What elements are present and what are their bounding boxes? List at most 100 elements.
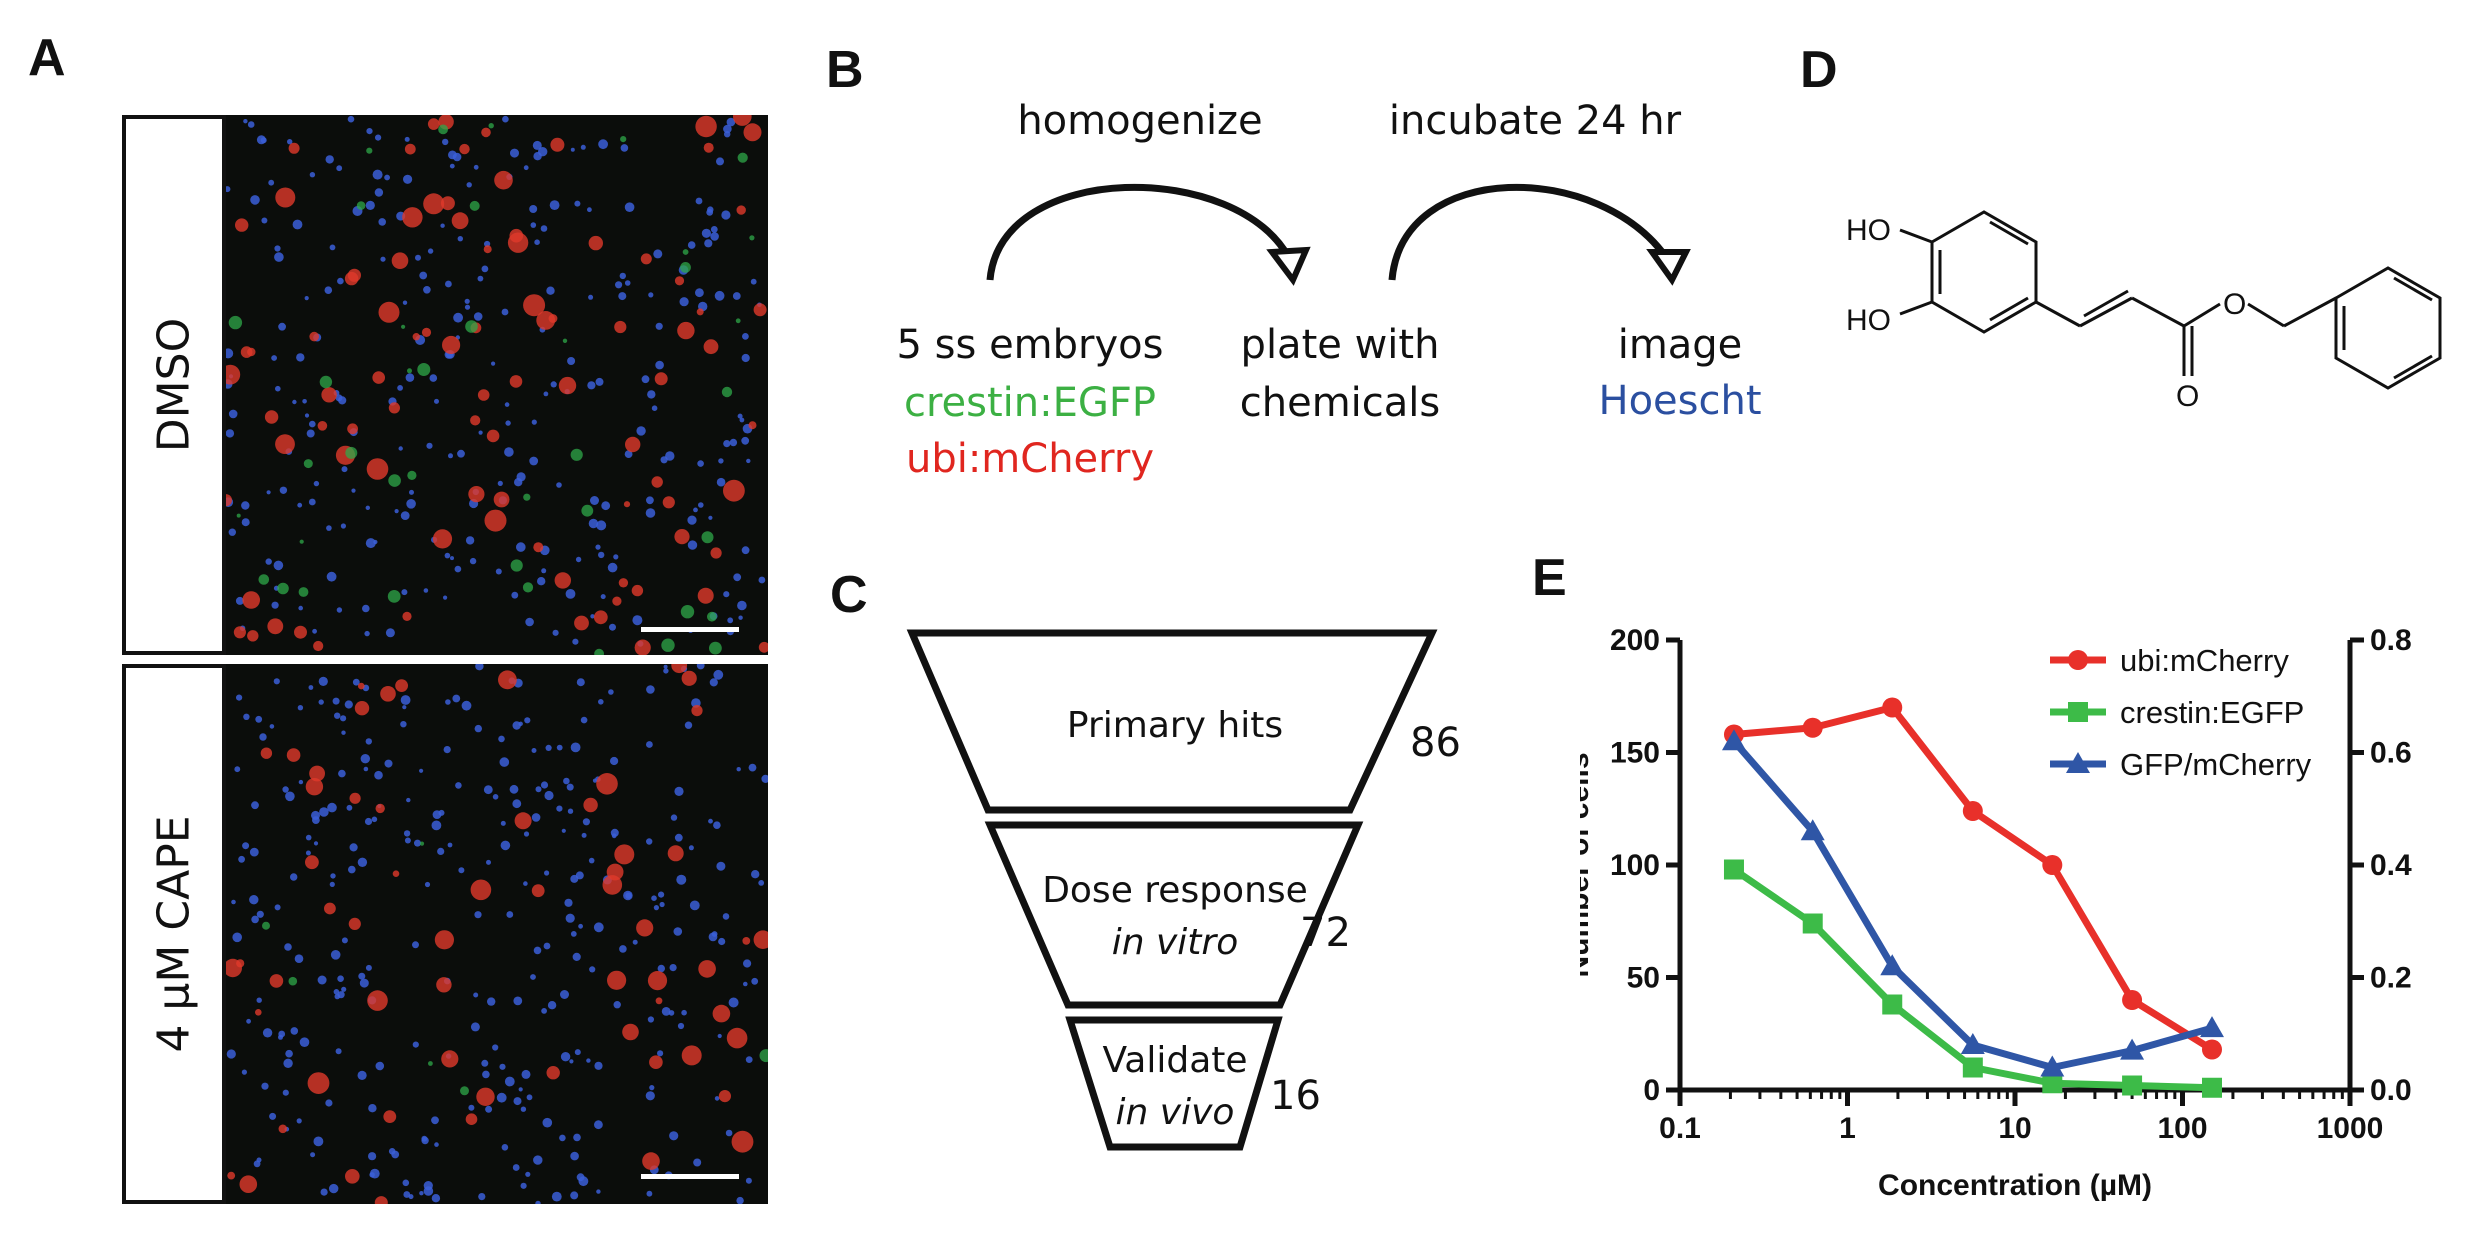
- cell-blob: [525, 1171, 531, 1177]
- cell-blob: [318, 699, 324, 705]
- cell-blob: [469, 557, 477, 565]
- panel-label-d: D: [1800, 41, 1838, 99]
- cell-blob: [669, 964, 677, 972]
- cell-blob: [532, 140, 542, 150]
- cell-blob: [523, 165, 529, 171]
- cell-blob: [693, 507, 698, 513]
- cell-blob: [298, 779, 304, 785]
- cell-blob: [708, 515, 713, 520]
- cell-blob: [575, 556, 582, 563]
- cell-blob: [402, 1179, 410, 1187]
- cell-blob: [588, 518, 599, 529]
- cell-blob: [594, 648, 604, 655]
- cell-blob: [688, 845, 694, 851]
- cell-blob: [419, 768, 424, 773]
- cell-blob: [512, 799, 522, 809]
- cell-blob: [365, 538, 376, 549]
- cell-blob: [761, 774, 768, 783]
- cell-blob: [235, 218, 249, 232]
- cell-blob: [366, 147, 373, 154]
- cell-blob: [618, 578, 629, 588]
- cell-blob: [570, 1151, 579, 1161]
- cell-blob: [545, 744, 552, 751]
- incubate-arrowhead: [1646, 249, 1691, 286]
- cell-blob: [226, 348, 234, 359]
- legend-label: crestin:EGFP: [2120, 695, 2304, 730]
- cell-blob: [575, 871, 584, 880]
- cell-blob: [543, 942, 551, 950]
- cell-blob: [309, 172, 316, 178]
- cell-blob: [521, 1069, 531, 1079]
- cell-blob: [518, 721, 523, 726]
- cell-blob: [746, 458, 751, 464]
- cell-blob: [499, 1063, 506, 1070]
- cell-blob: [443, 746, 451, 754]
- cell-blob: [588, 857, 595, 864]
- chain-bond: [2035, 300, 2081, 328]
- cell-blob: [378, 301, 400, 323]
- cell-blob: [741, 436, 750, 445]
- cell-blob: [512, 1164, 520, 1171]
- oh-bond: [1899, 228, 1933, 244]
- cell-blob: [736, 1196, 744, 1204]
- cell-blob: [676, 874, 687, 885]
- cell-blob: [726, 1027, 748, 1049]
- cell-blob: [409, 489, 414, 495]
- cell-blob: [582, 818, 590, 826]
- cell-blob: [481, 265, 489, 273]
- cell-blob: [445, 280, 452, 288]
- cell-blob: [465, 1113, 478, 1125]
- cell-blob: [510, 559, 523, 572]
- cell-blob: [594, 1061, 603, 1070]
- cell-blob: [349, 792, 361, 804]
- cell-blob: [619, 945, 627, 953]
- cell-blob: [561, 828, 566, 833]
- cell-blob: [255, 715, 263, 723]
- cell-blob: [547, 1001, 557, 1010]
- cell-blob: [526, 1094, 533, 1101]
- cell-blob: [412, 333, 420, 341]
- cell-blob: [567, 357, 576, 365]
- cell-blob: [736, 205, 746, 215]
- cell-blob: [520, 1182, 527, 1189]
- x-tick-label: 0.1: [1659, 1112, 1701, 1145]
- cell-blob: [600, 594, 606, 600]
- cell-blob: [241, 1069, 247, 1075]
- cell-blob: [687, 540, 698, 550]
- cell-blob: [294, 625, 307, 639]
- cell-blob: [236, 513, 241, 518]
- y-axis-title: Number of cells: [1580, 752, 1595, 977]
- cell-blob: [423, 286, 431, 294]
- cell-blob: [271, 601, 279, 609]
- cell-blob: [601, 501, 611, 511]
- cell-blob: [567, 808, 574, 814]
- cell-blob: [336, 165, 343, 172]
- cell-blob: [432, 529, 453, 549]
- cell-blob: [279, 486, 288, 494]
- cell-blob: [481, 127, 491, 138]
- cell-blob: [434, 398, 439, 404]
- cell-blob: [255, 1009, 262, 1016]
- cell-blob: [574, 1049, 581, 1056]
- cell-blob: [454, 565, 462, 573]
- cell-blob: [404, 136, 410, 142]
- cell-blob: [596, 520, 607, 531]
- cell-blob: [478, 1193, 486, 1201]
- cell-blob: [440, 196, 455, 211]
- cell-blob: [491, 361, 496, 366]
- cell-blob: [473, 312, 483, 321]
- cell-blob: [570, 1191, 579, 1200]
- cell-blob: [674, 786, 684, 796]
- cell-blob: [758, 576, 766, 584]
- chain-bond: [2131, 296, 2185, 328]
- cell-blob: [486, 429, 500, 443]
- cell-blob: [404, 837, 411, 844]
- cell-blob: [274, 245, 281, 252]
- cell-blob: [366, 128, 373, 135]
- cell-blob: [292, 399, 297, 405]
- cell-blob: [712, 1004, 731, 1023]
- cell-blob: [247, 630, 259, 642]
- plate-with: plate with: [1240, 322, 1440, 368]
- hoescht-stain: Hoescht: [1598, 378, 1762, 424]
- cell-blob: [483, 245, 492, 254]
